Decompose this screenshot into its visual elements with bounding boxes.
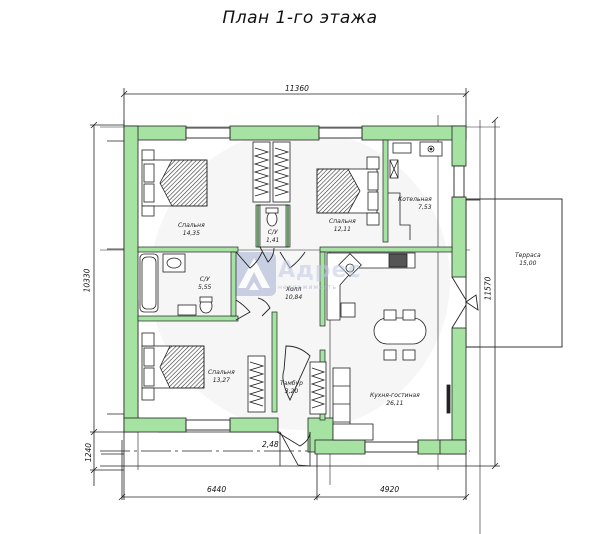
dim-top-total: 11360 [285,84,309,93]
plan-title: План 1-го этажа [222,8,378,28]
room-area: 1,41 [266,237,280,244]
room-terrace: Терраса 15,00 [515,252,541,268]
room-name: С/У [199,276,210,283]
bathroom-fixtures [139,207,279,316]
room-name: С/У [267,229,278,236]
room-area: 15,00 [519,260,537,267]
room-name: Тамбур [280,380,303,387]
room-bedroom-1: Спальня 14,35 [178,222,205,238]
dim-right-total: 11570 [483,276,493,301]
room-kitchen-living: Кухня-гостиная 26,11 [370,392,420,408]
beds [141,149,380,401]
room-wc: С/У 1,41 [266,229,279,245]
room-name: Спальня [329,218,356,225]
room-area: 14,35 [182,230,200,237]
room-name: Котельная [398,196,432,203]
dim-bottom-right: 4920 [380,485,400,494]
watermark-text: Адрес [278,258,362,283]
exterior-walls [123,125,467,455]
room-bathroom: С/У 5,55 [198,276,211,292]
dim-left-porch: 1240 [84,442,94,463]
room-area: 5,55 [198,284,212,291]
wardrobes [247,141,327,415]
kitchen-fixtures [326,252,451,441]
house-logo-icon [232,252,276,296]
room-hall: Холл 10,84 [285,286,302,302]
room-area: 26,11 [386,400,404,407]
terrace-outline [465,198,563,348]
room-name: Кухня-гостиная [370,392,420,399]
doors [235,246,479,447]
room-area: 13,27 [212,377,230,384]
dim-porch: 2,48 [262,440,279,449]
windows [185,127,465,453]
dim-bottom-left: 6440 [207,485,227,494]
room-name: Спальня [178,222,205,229]
room-bedroom-2: Спальня 12,11 [329,218,356,234]
room-name: Спальня [208,369,235,376]
dim-left-main: 10330 [82,268,92,293]
room-area: 3,20 [284,388,299,395]
room-area: 12,11 [333,226,351,233]
room-bedroom-3: Спальня 13,27 [208,369,235,385]
room-name: Терраса [515,252,541,259]
room-vestibule: Тамбур 3,20 [280,380,303,396]
room-boiler: Котельная 7,53 [398,196,432,212]
room-area: 10,84 [285,294,303,301]
room-area: 7,53 [418,204,432,211]
watermark-subtext: недвижимость [278,284,338,291]
room-name: Холл [285,286,302,293]
boiler-fixtures [388,141,443,240]
